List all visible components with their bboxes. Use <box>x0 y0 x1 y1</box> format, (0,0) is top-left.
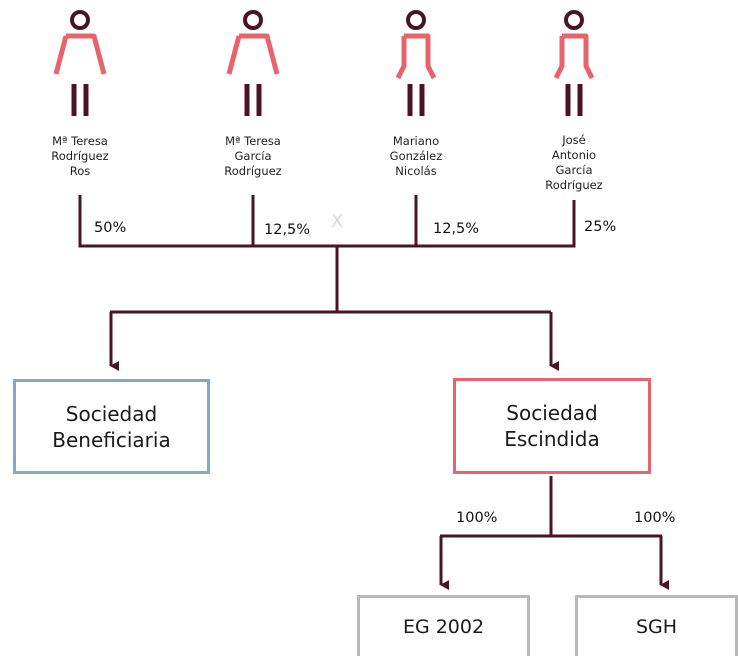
share-label: 12,5% <box>264 222 311 238</box>
female-person-icon <box>226 10 280 116</box>
company-box-eg2002: EG 2002 <box>357 595 530 656</box>
person-name: Mª Teresa García Rodríguez <box>224 134 282 178</box>
company-box-escindida: Sociedad Escindida <box>453 378 651 474</box>
person-name: Mª Teresa Rodríguez Ros <box>51 134 109 178</box>
share-label: 12,5% <box>433 221 480 237</box>
female-person-icon <box>53 10 107 116</box>
subsidiary-connectors <box>439 476 669 590</box>
person-name: Mariano González Nicolás <box>389 134 443 178</box>
share-label: 25% <box>584 219 617 235</box>
watermark-mark: X <box>331 211 344 232</box>
company-box-sgh: SGH <box>575 595 738 656</box>
male-person-icon <box>395 10 437 116</box>
person-name: José Antonio García Rodríguez <box>545 133 603 192</box>
company-box-beneficiaria: Sociedad Beneficiaria <box>13 379 210 474</box>
male-person-icon <box>553 10 595 116</box>
share-label-sgh: 100% <box>634 510 676 526</box>
share-label-eg2002: 100% <box>456 510 498 526</box>
share-label: 50% <box>94 220 127 236</box>
ownership-connectors <box>78 195 576 371</box>
